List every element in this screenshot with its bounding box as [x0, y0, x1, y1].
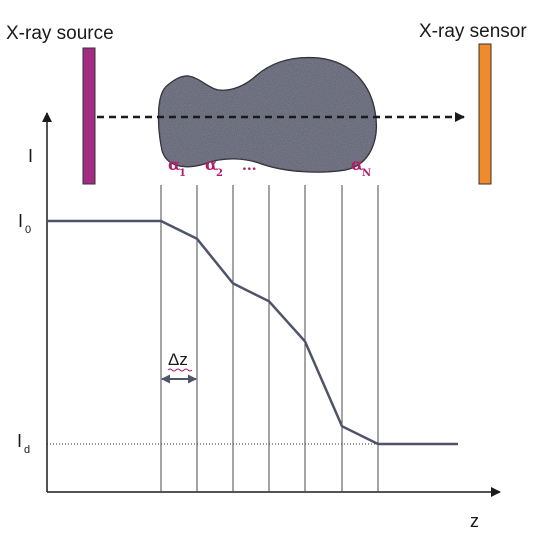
alpha-n-label: α N	[351, 155, 371, 179]
svg-text:0: 0	[25, 224, 31, 236]
intensity-curve	[47, 219, 458, 446]
svg-text:d: d	[24, 444, 30, 456]
intensity-axis-label: I	[28, 146, 33, 166]
xray-source-label: X-ray source	[6, 23, 114, 44]
svg-text:α: α	[168, 155, 180, 174]
xray-sensor-label: X-ray sensor	[419, 21, 527, 42]
svg-text:2: 2	[216, 168, 223, 179]
svg-text:1: 1	[179, 168, 186, 179]
svg-text:N: N	[362, 168, 371, 179]
svg-text:α: α	[205, 155, 217, 174]
alpha-ellipsis: ...	[242, 158, 257, 174]
alpha-2-label: α 2	[205, 155, 223, 179]
delta-z-underline	[167, 368, 193, 372]
i0-label: I 0	[18, 211, 31, 236]
svg-text:I: I	[17, 431, 22, 451]
attenuating-object	[157, 56, 377, 173]
delta-z-label: Δz	[168, 350, 188, 369]
xray-source-bar	[82, 47, 96, 185]
svg-text:α: α	[351, 155, 363, 174]
xray-sensor-bar	[478, 43, 492, 185]
depth-axis-label: z	[470, 511, 479, 531]
svg-text:I: I	[18, 211, 23, 231]
slice-boundaries	[160, 185, 379, 492]
id-label: I d	[17, 431, 30, 456]
alpha-1-label: α 1	[168, 155, 186, 179]
